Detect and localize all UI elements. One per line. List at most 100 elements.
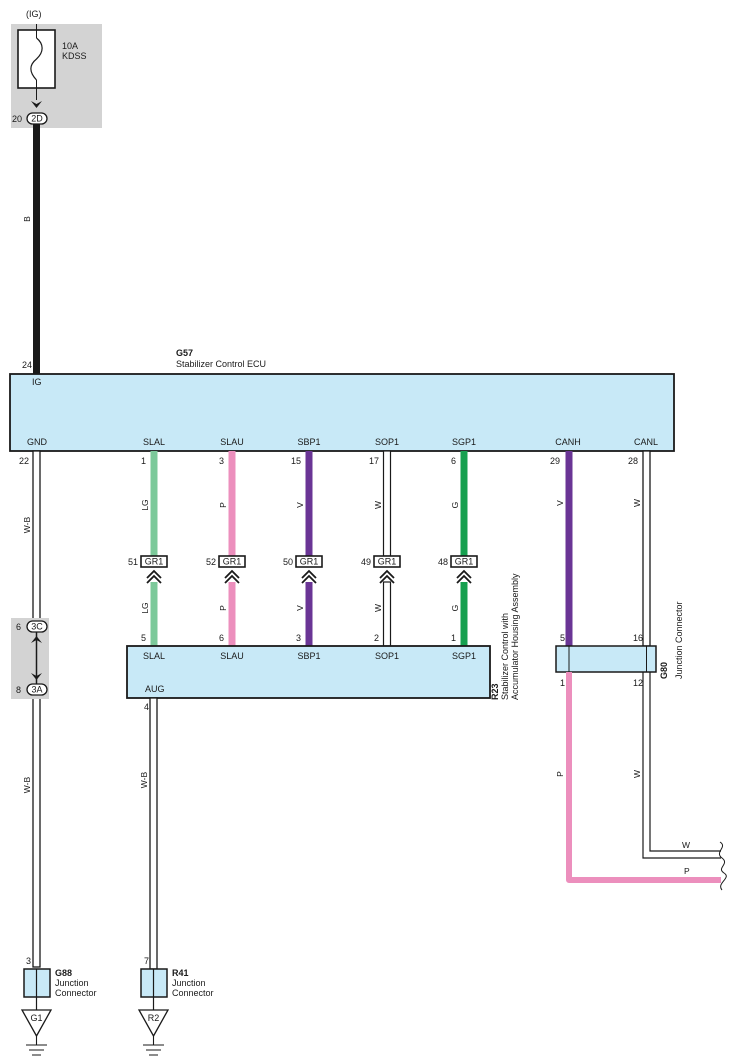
- signal-wire: [228, 582, 236, 646]
- r23-pin: 1: [451, 633, 456, 643]
- g88-line1: Junction: [55, 978, 89, 988]
- wire-can-out-w: [642, 672, 721, 859]
- gr1-connector: [218, 555, 246, 568]
- chevron-up-icon: [146, 569, 162, 584]
- r41-pin: 7: [144, 956, 149, 966]
- ig-label: (IG): [26, 9, 42, 19]
- ecu-pin-1: 1: [141, 456, 146, 466]
- ecu-pin-2: 3: [219, 456, 224, 466]
- wire-break-icon: [718, 841, 727, 891]
- r23-name-line1: Stabilizer Control with: [500, 613, 510, 700]
- g80-code: G80: [659, 662, 669, 679]
- connector-arrow-icon: [31, 673, 42, 680]
- ecu-name: Stabilizer Control ECU: [176, 359, 266, 369]
- chevron-up-icon: [379, 569, 395, 584]
- signal-wire: [382, 581, 392, 647]
- r41-line1: Junction: [172, 978, 206, 988]
- connector-3a-code: 3A: [31, 685, 42, 695]
- ground-icon: [26, 1036, 47, 1056]
- signal-wire: [305, 582, 313, 646]
- chevron-up-icon: [224, 569, 240, 584]
- r41-code: R41: [172, 968, 189, 978]
- wire-gnd-color-top: W-B: [22, 516, 32, 533]
- r41-ground: R2: [148, 1013, 160, 1023]
- signal-wire-color-top: V: [295, 502, 305, 508]
- connector-2d-code: 2D: [31, 114, 43, 124]
- right-w-label: W: [682, 840, 690, 850]
- connector-arrow-icon: [31, 636, 42, 643]
- signal-wire: [460, 582, 468, 646]
- r23-terminal-0: SLAL: [143, 651, 165, 661]
- ecu-pin-6: 29: [550, 456, 560, 466]
- g80-box: [555, 645, 657, 673]
- ecu-terminal-7: CANL: [634, 437, 658, 447]
- gr1-pin: 50: [283, 557, 293, 567]
- signal-wire: [460, 451, 468, 556]
- ecu-box: [9, 373, 675, 452]
- signal-wire-color-bottom: W: [373, 604, 383, 612]
- ecu-pin-0: 22: [19, 456, 29, 466]
- ecu-terminal-3: SBP1: [297, 437, 320, 447]
- ecu-terminal-2: SLAU: [220, 437, 244, 447]
- r23-aug-terminal: AUG: [145, 684, 165, 694]
- connector-2d-pin: 20: [12, 114, 22, 124]
- wire-b-color: B: [22, 216, 32, 222]
- g80-pin-h-out: 1: [560, 678, 565, 688]
- gr1-code: GR1: [378, 557, 397, 567]
- connector-3c-pin: 6: [16, 622, 21, 632]
- signal-wire-color-bottom: G: [450, 605, 460, 612]
- wire-aug: [149, 697, 158, 970]
- ecu-terminal-0: GND: [27, 437, 48, 447]
- connector-arrow-icon: [31, 101, 42, 108]
- signal-wire: [150, 451, 158, 556]
- r23-pin: 3: [296, 633, 301, 643]
- r23-pin: 5: [141, 633, 146, 643]
- ecu-ig-pin: 24: [22, 360, 32, 370]
- ground-point-icon: [137, 1009, 170, 1038]
- gr1-code: GR1: [145, 557, 164, 567]
- signal-wire-color-bottom: LG: [140, 602, 150, 613]
- r23-pin: 6: [219, 633, 224, 643]
- g80-pin-l-out: 12: [633, 678, 643, 688]
- wire-canl: [642, 450, 651, 647]
- ecu-code: G57: [176, 348, 193, 358]
- signal-wire: [228, 451, 236, 556]
- gr1-pin: 52: [206, 557, 216, 567]
- signal-wire-color-top: G: [450, 502, 460, 509]
- ecu-terminal-4: SOP1: [375, 437, 399, 447]
- r23-terminal-2: SBP1: [297, 651, 320, 661]
- right-p-label: P: [684, 866, 690, 876]
- g88-line2: Connector: [55, 988, 97, 998]
- wire-gnd-color-bottom: W-B: [22, 776, 32, 793]
- gr1-code: GR1: [300, 557, 319, 567]
- gr1-connector: [140, 555, 168, 568]
- gr1-code: GR1: [455, 557, 474, 567]
- ecu-terminal-1: SLAL: [143, 437, 165, 447]
- wire-can-out-p: [566, 672, 721, 883]
- r23-box: [126, 645, 491, 699]
- g88-ground: G1: [30, 1013, 42, 1023]
- gr1-code: GR1: [223, 557, 242, 567]
- fuse-icon: [30, 37, 43, 81]
- wire-gnd: [32, 450, 41, 968]
- wire-can-out-w-color: W: [632, 770, 642, 778]
- wire-canh: [565, 451, 573, 646]
- wire-aug-color: W-B: [139, 771, 149, 788]
- r23-aug-pin: 4: [144, 702, 149, 712]
- ecu-ig-terminal: IG: [32, 377, 42, 387]
- connector-3a-pin: 8: [16, 685, 21, 695]
- signal-wire-color-bottom: V: [295, 605, 305, 611]
- signal-wire-color-top: P: [218, 502, 228, 508]
- gr1-connector: [450, 555, 478, 568]
- signal-wire-color-top: W: [373, 501, 383, 509]
- wire-b: [33, 124, 40, 374]
- ecu-terminal-5: SGP1: [452, 437, 476, 447]
- g80-name: Junction Connector: [674, 601, 684, 679]
- fuse-rating: 10A: [62, 41, 78, 51]
- ecu-terminals: GND22SLAL1SLAU3SBP115SOP117SGP16CANH29CA…: [19, 437, 658, 466]
- g80-pin-l-in: 16: [633, 633, 643, 643]
- signal-wire-color-bottom: P: [218, 605, 228, 611]
- ecu-terminal-6: CANH: [555, 437, 581, 447]
- ecu-pin-3: 15: [291, 456, 301, 466]
